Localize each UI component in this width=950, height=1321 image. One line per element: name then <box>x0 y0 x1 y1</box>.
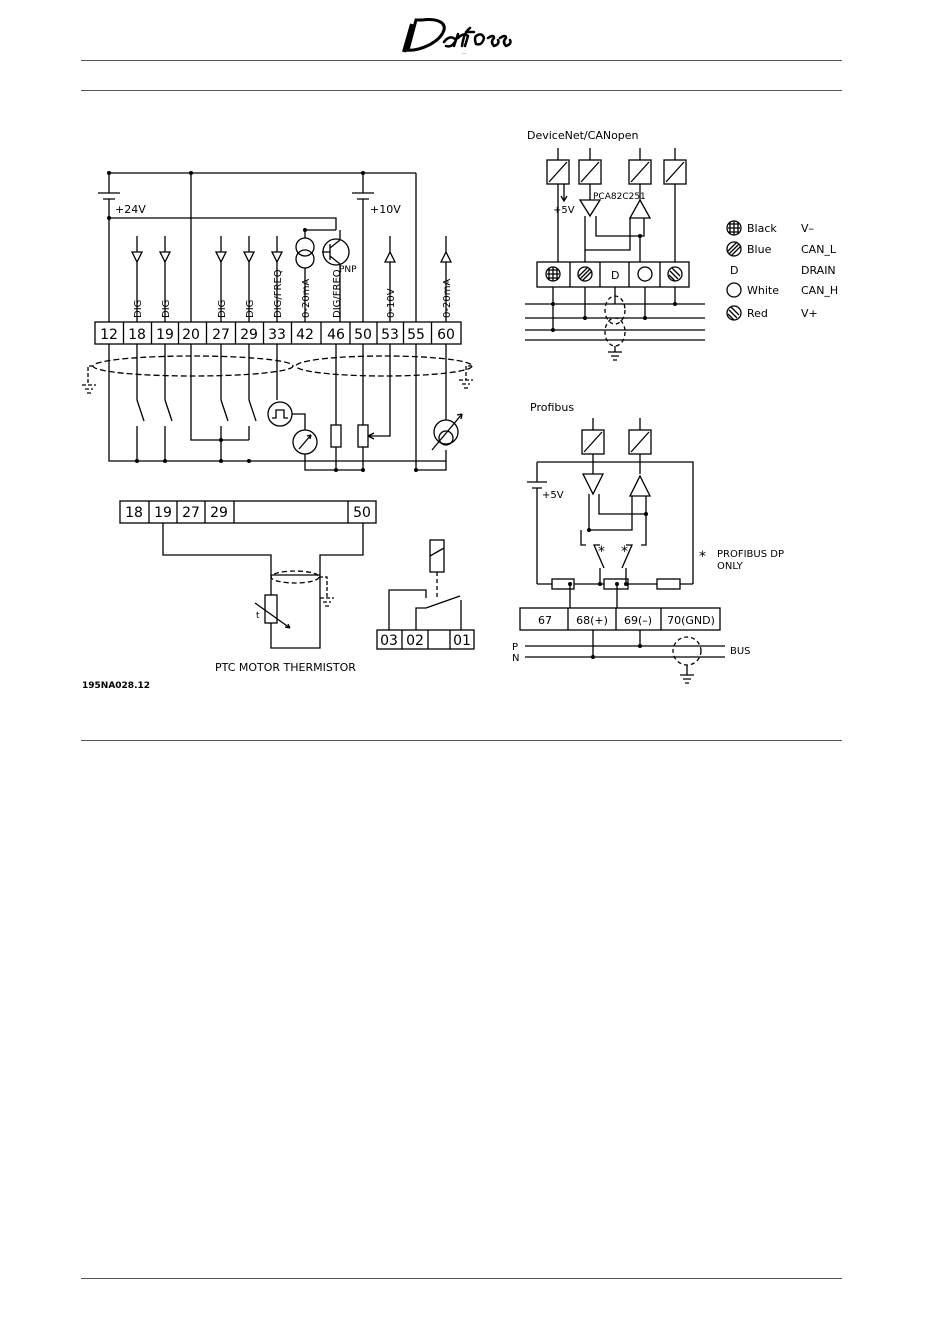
ptc-terminal-29: 29 <box>210 505 228 521</box>
color-legend: Black V– Blue CAN_L D DRAIN White CAN_H Red V+ <box>726 220 838 321</box>
svg-text:V–: V– <box>801 222 814 235</box>
vertical-label: 0-20mA <box>442 279 453 318</box>
profibus-terminal: 69(–) <box>624 614 652 627</box>
svg-text:Blue: Blue <box>747 243 772 256</box>
relay: 03 02 01 <box>376 539 475 650</box>
svg-text:P: P <box>512 642 518 653</box>
profibus-terminal: 70(GND) <box>667 614 715 627</box>
profibus-title: Profibus <box>530 401 574 414</box>
terminal-55: 55 <box>407 327 425 343</box>
svg-text:Red: Red <box>747 307 768 320</box>
input-buffers <box>130 236 453 322</box>
svg-text:Black: Black <box>747 222 777 235</box>
devicenet-diagram: DeviceNet/CANopen +5V PCA82C251 D <box>525 129 705 361</box>
label-24v: +24V <box>115 203 146 216</box>
ptc-terminal-50: 50 <box>353 505 371 521</box>
terminal-42: 42 <box>296 327 314 343</box>
relay-terminal-02: 02 <box>406 633 424 649</box>
ptc-label: PTC MOTOR THERMISTOR <box>215 661 356 674</box>
drawing-number: 195NA028.12 <box>82 681 150 691</box>
ptc-terminal-18: 18 <box>125 505 143 521</box>
vertical-label: 0-10V <box>386 288 397 318</box>
legend-item: Red V+ <box>726 305 818 321</box>
wiring-diagram: 12 18 19 20 27 29 33 42 46 50 53 55 60 +24V +10V <box>82 129 838 691</box>
legend-item: D DRAIN <box>730 264 836 277</box>
vertical-label: DIG/FREQ <box>273 269 284 318</box>
svg-text:*: * <box>598 544 605 560</box>
svg-text:Danfoss: Danfoss <box>462 53 467 55</box>
svg-text:D: D <box>611 269 619 282</box>
svg-text:BUS: BUS <box>730 646 751 657</box>
svg-text:+5V: +5V <box>542 490 564 501</box>
svg-text:N: N <box>512 653 519 664</box>
svg-text:*: * <box>699 549 706 565</box>
vertical-label: 0-20mA <box>301 279 312 318</box>
svg-text:ONLY: ONLY <box>717 561 744 572</box>
relay-terminal-03: 03 <box>380 633 398 649</box>
legend-item: Blue CAN_L <box>726 241 837 257</box>
terminal-12: 12 <box>100 327 118 343</box>
danfoss-logo: Danfoss <box>402 18 512 55</box>
terminal-33: 33 <box>268 327 286 343</box>
control-terminal-block: 12 18 19 20 27 29 33 42 46 50 53 55 60 <box>94 321 462 345</box>
label-10v: +10V <box>370 203 401 216</box>
relay-terminal-01: 01 <box>453 633 471 649</box>
terminal-function-labels: DIG DIG DIG DIG DIG/FREQ 0-20mA DIG/FREQ 0-10V 0… <box>133 269 453 318</box>
label-pnp: PNP <box>339 265 357 275</box>
ptc-terminal-block: 18 19 27 29 50 <box>119 500 377 524</box>
vertical-label: DIG <box>245 300 256 318</box>
header-rule-bottom <box>81 90 842 91</box>
input-switches <box>108 344 463 471</box>
terminal-18: 18 <box>128 327 146 343</box>
profibus-terminal: 67 <box>538 614 552 627</box>
legend-item: White CAN_H <box>726 282 838 298</box>
svg-text:*: * <box>621 544 628 560</box>
terminal-50: 50 <box>354 327 372 343</box>
svg-text:White: White <box>747 284 779 297</box>
svg-text:CAN_L: CAN_L <box>801 243 837 256</box>
vertical-label: DIG <box>133 300 144 318</box>
legend-item: Black V– <box>726 220 814 236</box>
terminal-60: 60 <box>437 327 455 343</box>
footer-rule <box>81 1278 842 1279</box>
svg-text:CAN_H: CAN_H <box>801 284 838 297</box>
svg-text:PROFIBUS DP: PROFIBUS DP <box>717 549 784 560</box>
svg-text:+5V: +5V <box>553 205 575 216</box>
figure-rule <box>81 740 842 741</box>
svg-text:DRAIN: DRAIN <box>801 264 836 277</box>
vertical-label: DIG <box>161 300 172 318</box>
pnp-transistor-46: PNP <box>322 230 357 322</box>
svg-text:t: t <box>256 611 260 621</box>
terminal-29: 29 <box>240 327 258 343</box>
devicenet-title: DeviceNet/CANopen <box>527 129 639 142</box>
svg-text:PCA82C251: PCA82C251 <box>593 192 646 202</box>
header-rule-top <box>81 60 842 61</box>
profibus-diagram: Profibus +5V * * * PROFIBUS DP ONLY <box>512 401 784 684</box>
ptc-terminal-27: 27 <box>182 505 200 521</box>
svg-text:V+: V+ <box>801 307 818 320</box>
terminal-20: 20 <box>182 327 200 343</box>
terminal-53: 53 <box>381 327 399 343</box>
terminal-27: 27 <box>212 327 230 343</box>
vertical-label: DIG/FREQ <box>332 269 343 318</box>
ptc-terminal-19: 19 <box>154 505 172 521</box>
profibus-terminal: 68(+) <box>576 614 608 627</box>
svg-text:D: D <box>730 264 738 277</box>
terminal-19: 19 <box>156 327 174 343</box>
vertical-label: DIG <box>217 300 228 318</box>
terminal-46: 46 <box>327 327 345 343</box>
